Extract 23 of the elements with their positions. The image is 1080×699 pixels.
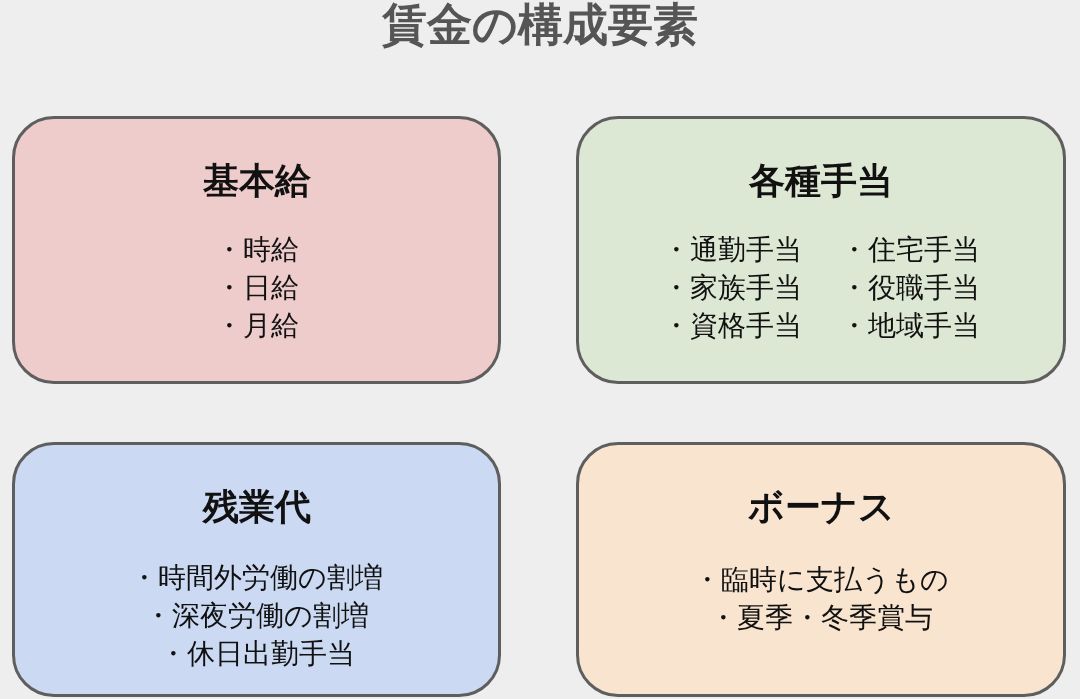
list-item: ・夏季・冬季賞与 [709,600,933,636]
list-item: ・通勤手当 [662,232,802,268]
list-item: ・家族手当 [662,270,802,306]
rounded-box [576,116,1066,384]
list-item: ・月給 [214,308,299,344]
list-item: ・地域手当 [840,308,980,344]
box-heading: 各種手当 [749,159,893,203]
rounded-box [12,116,501,384]
box-heading: 基本給 [202,159,311,203]
list-item: ・臨時に支払うもの [693,562,949,598]
box-heading: ボーナス [747,485,895,529]
list-item: ・日給 [214,270,299,306]
list-item: ・時間外労働の割増 [130,560,383,596]
rounded-box [576,442,1066,697]
list-item: ・時給 [214,232,299,268]
title: 賃金の構成要素 [382,1,698,49]
list-item: ・休日出勤手当 [158,636,355,672]
box-heading: 残業代 [202,485,311,529]
list-item: ・深夜労働の割増 [144,598,369,634]
rounded-box [12,442,501,697]
list-item: ・住宅手当 [840,232,980,268]
list-item: ・役職手当 [840,270,980,306]
list-item: ・資格手当 [662,308,802,344]
